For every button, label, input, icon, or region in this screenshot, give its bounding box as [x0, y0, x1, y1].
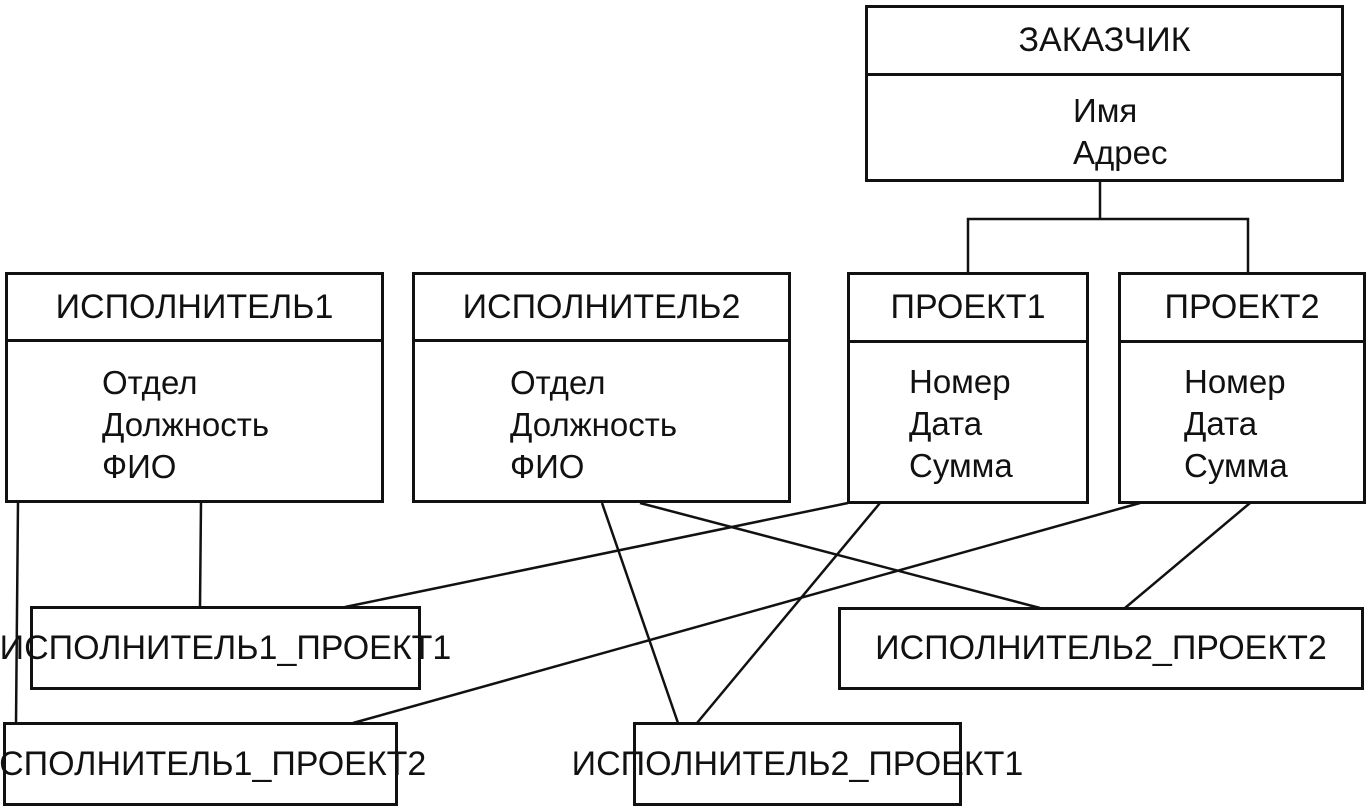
entity-title: ЗАКАЗЧИК — [868, 8, 1341, 76]
attribute: ФИО — [510, 448, 585, 485]
attribute: Сумма — [909, 447, 1013, 484]
junction-executor1-project2: ИСПОЛНИТЕЛЬ1_ПРОЕКТ2 — [0, 722, 426, 806]
link-project2-e2p2 — [1124, 502, 1251, 609]
attribute: Номер — [909, 363, 1011, 400]
entity-project1: ПРОЕКТ1 Номер Дата Сумма — [847, 272, 1089, 504]
entity-attributes: Отдел Должность ФИО — [8, 342, 381, 488]
attribute: ФИО — [102, 448, 177, 485]
entity-title: ПРОЕКТ2 — [1121, 275, 1363, 343]
entity-attributes: Имя Адрес — [868, 76, 1341, 174]
link-executor1-e1p2 — [14, 501, 20, 724]
link-project1-e2p1 — [696, 502, 881, 724]
entity-project2: ПРОЕКТ2 Номер Дата Сумма — [1118, 272, 1366, 504]
junction-executor2-project1: ИСПОЛНИТЕЛЬ2_ПРОЕКТ1 — [572, 722, 1023, 806]
entity-executor1: ИСПОЛНИТЕЛЬ1 Отдел Должность ФИО — [5, 272, 384, 503]
link-executor2-e2p1 — [600, 502, 680, 724]
entity-attributes: Номер Дата Сумма — [1121, 343, 1363, 487]
entity-title: ИСПОЛНИТЕЛЬ2 — [415, 275, 788, 342]
entity-attributes: Отдел Должность ФИО — [415, 342, 788, 488]
attribute: Адрес — [1073, 134, 1168, 171]
attribute: Дата — [1184, 405, 1258, 442]
entity-executor2: ИСПОЛНИТЕЛЬ2 Отдел Должность ФИО — [412, 272, 791, 503]
junction-executor1-project1: ИСПОЛНИТЕЛЬ1_ПРОЕКТ1 — [0, 606, 451, 690]
link-executor1-e1p1 — [198, 501, 203, 608]
attribute: Отдел — [510, 364, 606, 401]
entity-attributes: Номер Дата Сумма — [850, 343, 1086, 487]
link-customer-project1 — [966, 217, 1100, 272]
link-executor2-e2p2 — [639, 501, 1041, 610]
attribute: Отдел — [102, 364, 198, 401]
attribute: Дата — [909, 405, 983, 442]
attribute: Должность — [102, 406, 270, 443]
link-project2-e1p2 — [352, 501, 1141, 725]
link-customer-project2 — [1100, 217, 1250, 272]
attribute: Имя — [1073, 92, 1138, 129]
attribute: Сумма — [1184, 447, 1288, 484]
entity-title: ИСПОЛНИТЕЛЬ1 — [8, 275, 381, 342]
entity-title: ПРОЕКТ1 — [850, 275, 1086, 343]
entity-customer: ЗАКАЗЧИК Имя Адрес — [865, 5, 1344, 182]
junction-executor2-project2: ИСПОЛНИТЕЛЬ2_ПРОЕКТ2 — [838, 607, 1364, 690]
attribute: Номер — [1184, 363, 1286, 400]
link-project1-e1p1 — [344, 501, 849, 609]
attribute: Должность — [510, 406, 678, 443]
